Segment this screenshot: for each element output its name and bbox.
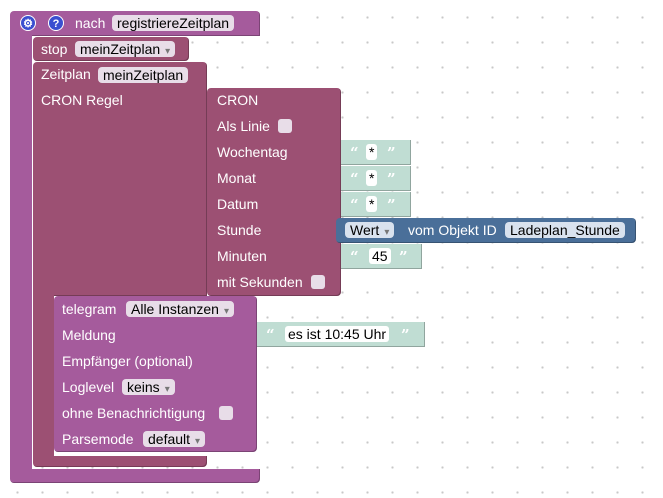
quote-open-icon: “ <box>266 326 275 344</box>
schedule-name-field[interactable]: meinZeitplan <box>98 67 189 83</box>
weekday-value-field[interactable]: * <box>366 144 378 160</box>
message-value-field[interactable]: es ist 10:45 Uhr <box>285 326 390 342</box>
procedure-title: nach <box>75 15 106 31</box>
object-connector-label: vom Objekt ID <box>408 222 497 238</box>
date-label: Datum <box>217 196 259 212</box>
month-label: Monat <box>217 170 256 186</box>
as-line-label: Als Linie <box>217 118 270 134</box>
month-value-field[interactable]: * <box>366 170 378 186</box>
weekday-text-block[interactable]: “ * ” <box>341 140 411 165</box>
cron-rule-label: CRON Regel <box>41 92 123 108</box>
seconds-checkbox[interactable] <box>311 275 325 289</box>
procedure-name-field[interactable]: registriereZeitplan <box>112 15 235 31</box>
gear-icon[interactable]: ⚙ <box>20 15 36 31</box>
seconds-label: mit Sekunden <box>217 274 303 290</box>
telegram-label: telegram <box>62 301 117 317</box>
date-text-block[interactable]: “ * ” <box>341 192 411 217</box>
recipient-label: Empfänger (optional) <box>62 353 193 369</box>
object-value-block[interactable]: Wert vom Objekt ID Ladeplan_Stunde <box>336 218 636 243</box>
quote-open-icon: “ <box>350 170 359 188</box>
month-text-block[interactable]: “ * ” <box>341 166 411 191</box>
parsemode-dropdown[interactable]: default <box>143 431 206 447</box>
schedule-label: Zeitplan <box>41 66 91 82</box>
minutes-text-block[interactable]: “ 45 ” <box>341 244 422 269</box>
quote-close-icon: ” <box>401 326 410 344</box>
help-icon[interactable]: ? <box>48 15 64 31</box>
instance-dropdown[interactable]: Alle Instanzen <box>126 301 234 317</box>
stop-schedule-dropdown[interactable]: meinZeitplan <box>75 41 176 57</box>
telegram-block[interactable]: telegram Alle Instanzen Meldung Empfänge… <box>54 296 257 452</box>
date-value-field[interactable]: * <box>366 196 378 212</box>
weekday-label: Wochentag <box>217 144 288 160</box>
message-text-block[interactable]: “ es ist 10:45 Uhr ” <box>257 322 425 347</box>
quote-close-icon: ” <box>387 144 396 162</box>
cron-title: CRON <box>217 92 259 108</box>
quote-open-icon: “ <box>350 144 359 162</box>
parsemode-label: Parsemode <box>62 431 134 447</box>
silent-checkbox[interactable] <box>219 406 233 420</box>
property-dropdown[interactable]: Wert <box>345 222 395 238</box>
loglevel-dropdown[interactable]: keins <box>122 379 175 395</box>
minutes-label: Minuten <box>217 248 267 264</box>
silent-label: ohne Benachrichtigung <box>62 405 206 421</box>
cron-block[interactable]: CRON Als Linie Wochentag Monat Datum Stu… <box>207 88 341 296</box>
quote-open-icon: “ <box>350 248 359 266</box>
quote-open-icon: “ <box>350 196 359 214</box>
quote-close-icon: ” <box>399 248 408 266</box>
minutes-value-field[interactable]: 45 <box>369 248 391 264</box>
stop-label: stop <box>41 41 68 57</box>
quote-close-icon: ” <box>387 196 396 214</box>
hour-label: Stunde <box>217 222 262 238</box>
stop-block[interactable]: stop meinZeitplan <box>33 37 189 61</box>
loglevel-label: Loglevel <box>62 379 115 395</box>
object-id-field[interactable]: Ladeplan_Stunde <box>505 222 625 238</box>
message-label: Meldung <box>62 327 116 343</box>
as-line-checkbox[interactable] <box>278 119 292 133</box>
quote-close-icon: ” <box>387 170 396 188</box>
